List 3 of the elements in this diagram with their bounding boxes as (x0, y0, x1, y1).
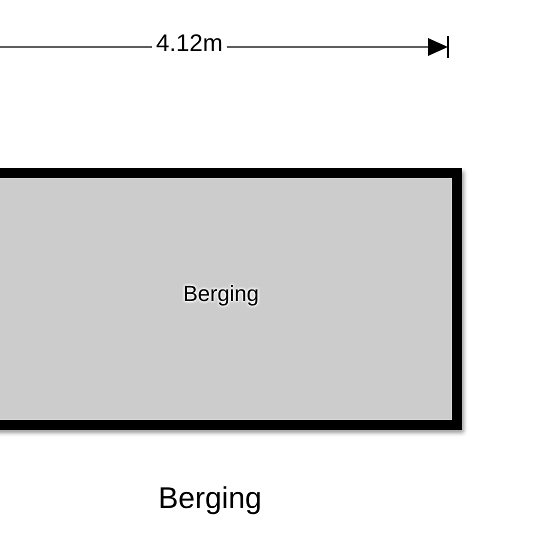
room (0, 168, 462, 430)
room-caption: Berging (157, 482, 263, 516)
room-label: Berging (182, 281, 260, 307)
